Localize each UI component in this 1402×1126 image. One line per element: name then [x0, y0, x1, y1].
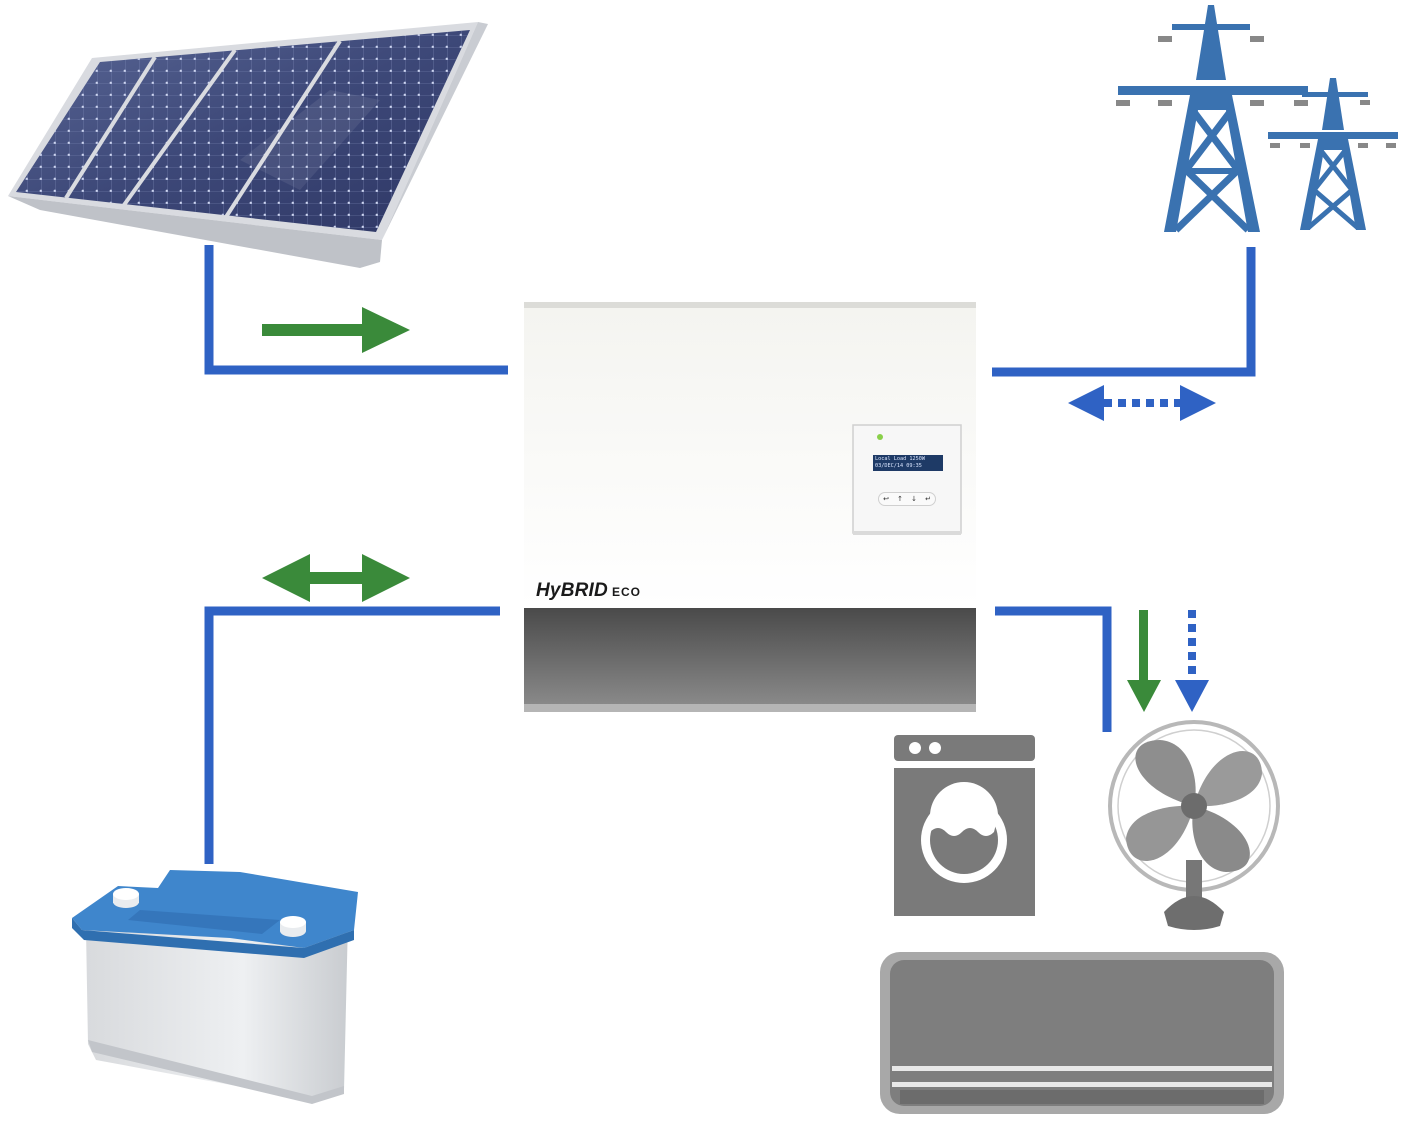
- wire-battery: [204, 606, 500, 864]
- washing-machine-icon: [894, 735, 1035, 916]
- status-led: [877, 434, 883, 440]
- inverter-display: Local Load 1250W 03/DEC/14 09:35: [873, 455, 943, 471]
- arrow-grid-bidirectional: [1068, 385, 1216, 421]
- inverter-keypad[interactable]: ↩ ↑ ↓ ↵: [878, 492, 936, 506]
- arrow-battery-bidirectional: [262, 554, 410, 602]
- arrow-load-grid: [1175, 610, 1209, 712]
- display-line-1: Local Load 1250W: [875, 456, 925, 462]
- brand-sub: ECO: [611, 585, 641, 599]
- wire-load: [995, 606, 1112, 732]
- solar-panel-icon: [8, 22, 488, 268]
- key-enter[interactable]: ↵: [925, 495, 931, 503]
- key-down[interactable]: ↓: [911, 495, 917, 503]
- wiring: [204, 245, 1256, 864]
- wire-solar: [204, 245, 508, 375]
- wire-grid: [992, 247, 1256, 377]
- key-escape[interactable]: ↩: [883, 495, 889, 503]
- power-tower-icon: [1116, 5, 1398, 233]
- arrow-solar-flow: [262, 307, 410, 353]
- control-panel: [852, 424, 962, 534]
- air-conditioner-icon: [880, 952, 1284, 1114]
- arrow-load-solar: [1127, 610, 1161, 712]
- display-line-2: 03/DEC/14 09:35: [875, 463, 922, 469]
- battery-icon: [72, 870, 358, 1104]
- fan-icon: [1108, 720, 1280, 930]
- key-up[interactable]: ↑: [897, 495, 903, 503]
- brand-main: HyBRID: [536, 580, 608, 601]
